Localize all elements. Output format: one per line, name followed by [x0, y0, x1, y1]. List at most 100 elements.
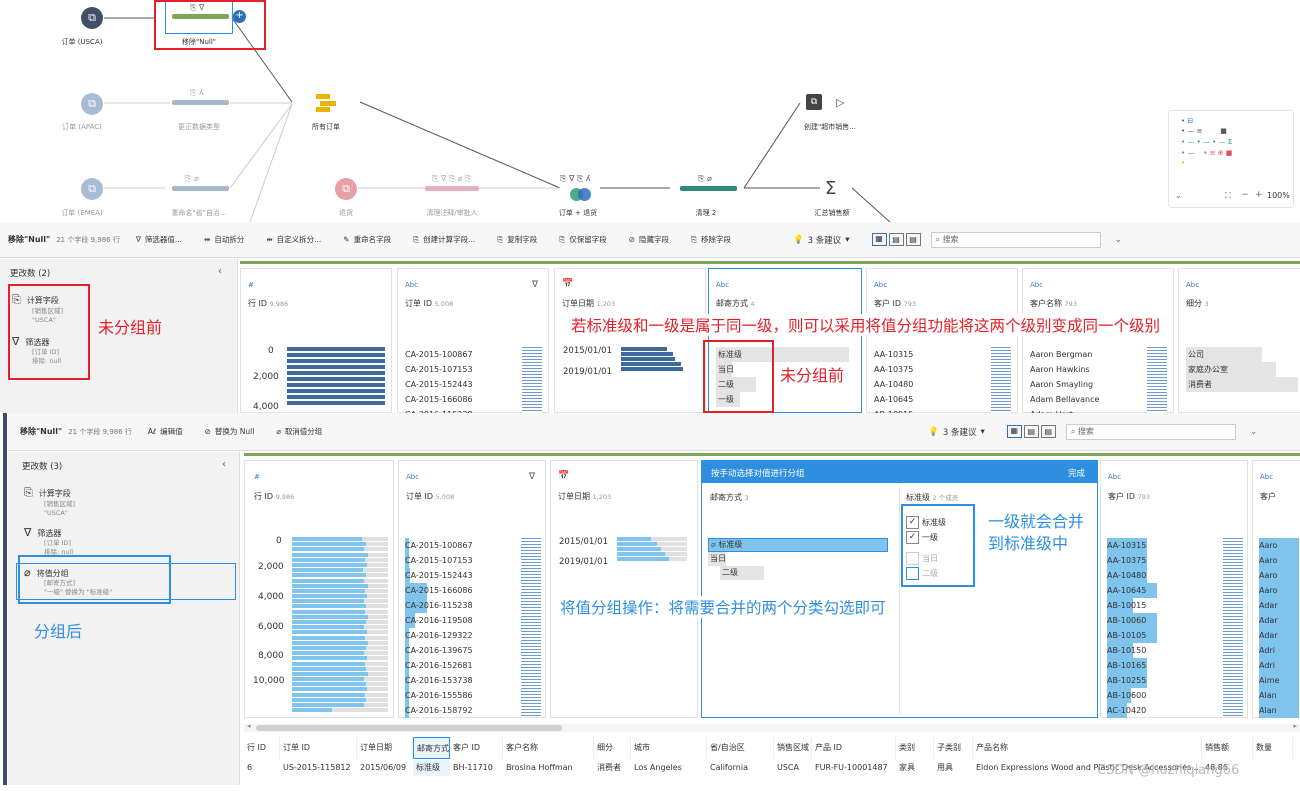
member-unchecked[interactable]: 当日 — [906, 552, 946, 567]
value-item[interactable]: CA-2016-129322 — [405, 628, 517, 643]
filter-values-button[interactable]: ∇筛选器值... — [135, 235, 183, 244]
member-checked[interactable]: ✓标准级 — [906, 516, 946, 531]
change-calc-field[interactable]: ⎘计算字段 [销售区域]"USCA" — [24, 486, 76, 517]
grid-column-header[interactable]: 订单 ID — [280, 737, 357, 759]
profile-card-order-id[interactable]: Abc ∇ 订单 ID 5,008 CA-2015-100867 CA-2015… — [397, 268, 549, 419]
value-item[interactable]: CA-2015-152443 — [405, 568, 517, 583]
value-item[interactable]: CA-2016-158792 — [405, 703, 517, 718]
value-item[interactable]: CA-2015-100867 — [405, 350, 473, 359]
collapse-panel-icon[interactable]: ‹ — [222, 459, 226, 470]
value-item[interactable]: Adri — [1259, 658, 1300, 673]
value-item[interactable]: AA-10480 — [1107, 568, 1217, 583]
value-item[interactable]: AC-10420 — [1107, 703, 1217, 718]
profile-view-icon[interactable]: ▦ — [871, 233, 887, 246]
value-item[interactable]: AA-10645 — [874, 395, 914, 404]
grid-column-header[interactable]: 邮寄方式 — [413, 737, 450, 759]
flow-canvas[interactable]: ⧉ 订单 (USCA) ⎘ ∇ 移除"Null" + ⧉ 订单 (APAC) ⎘… — [0, 0, 1300, 222]
grid-column-header[interactable]: 订单日期 — [357, 737, 413, 759]
value-item[interactable]: AB-10060 — [1107, 613, 1217, 628]
view-toggle[interactable]: ▦ ▤ ▤ — [871, 233, 921, 246]
grid-column-header[interactable]: 子类别 — [934, 737, 973, 759]
grid-column-header[interactable]: 类别 — [896, 737, 934, 759]
hide-field-button[interactable]: ⊘隐藏字段 — [628, 235, 670, 244]
grid-column-header[interactable]: 行 ID — [244, 737, 280, 759]
view-toggle[interactable]: ▦ ▤ ▤ — [1006, 425, 1056, 438]
profile-card-order-date-2[interactable]: 📅 订单日期 1,203 2015/01/01 2019/01/01 — [550, 460, 698, 718]
rename-step-bar[interactable] — [172, 186, 229, 191]
keep-only-button[interactable]: ⎘仅保留字段 — [559, 234, 607, 245]
value-item[interactable]: CA-2016-155586 — [405, 688, 517, 703]
profile-card-ship-mode[interactable]: Abc 邮寄方式 4 标准级 当日 二级 一级 — [703, 268, 862, 413]
value-item[interactable]: AB-10150 — [1107, 643, 1217, 658]
value-item[interactable]: Adar — [1259, 613, 1300, 628]
value-item[interactable]: AB-10165 — [1107, 658, 1217, 673]
value-item[interactable]: 标准级 — [716, 347, 849, 362]
value-item[interactable]: Aaro — [1259, 538, 1300, 553]
custom-split-button[interactable]: ⇹自定义拆分... — [266, 235, 322, 244]
value-item[interactable]: Aaron Bergman — [1030, 350, 1093, 359]
grid-view-icon[interactable]: ▤ — [1040, 425, 1056, 438]
value-item[interactable]: AA-10315 — [874, 350, 914, 359]
node-returns-icon[interactable]: ⧉ — [335, 178, 357, 200]
value-item[interactable]: AB-10600 — [1107, 688, 1217, 703]
add-step-icon[interactable]: + — [233, 10, 246, 23]
ungroup-values-button[interactable]: ⌀取消值分组 — [276, 427, 323, 436]
profile-card-row-id-2[interactable]: # 行 ID 9,986 0 2,000 4,000 6,000 8,000 1… — [244, 460, 394, 718]
fit-icon[interactable]: ⛶ — [1225, 191, 1231, 200]
profile-card-segment[interactable]: Abc 细分 3 公司 家庭办公室 消费者 — [1178, 268, 1300, 413]
node-apac-icon[interactable]: ⧉ — [81, 93, 103, 115]
profile-view-icon[interactable]: ▦ — [1006, 425, 1022, 438]
checkbox-unchecked[interactable] — [906, 567, 919, 580]
grid-column-header[interactable]: 客户名称 — [503, 737, 594, 759]
change-type-bar[interactable] — [172, 100, 229, 105]
profile-card-customer-name[interactable]: Abc 客户名称 793 Aaron Bergman Aaron Hawkins… — [1022, 268, 1174, 419]
minimap[interactable]: • ⊟ • — ≡ ■ • — • — • — Σ • — • ≡ ⊕ ■ • … — [1168, 110, 1294, 208]
value-item[interactable]: Aaron Smayling — [1030, 380, 1094, 389]
change-calc-field[interactable]: ⎘计算字段 [销售区域]"USCA" — [12, 293, 64, 324]
grid-column-header[interactable]: 产品名称 — [973, 737, 1202, 759]
value-item[interactable]: CA-2015-152443 — [405, 380, 473, 389]
profile-card-order-date[interactable]: 📅 订单日期 1,203 2015/01/01 2019/01/01 — [554, 268, 706, 413]
scroll-thumb[interactable] — [256, 725, 562, 731]
value-item[interactable]: AA-10375 — [874, 365, 914, 374]
clean2-bar[interactable] — [680, 186, 737, 191]
node-usca-icon[interactable]: ⧉ — [81, 7, 103, 29]
clean-notes-bar[interactable] — [425, 186, 479, 191]
remove-field-button[interactable]: ⎘移除字段 — [691, 234, 732, 245]
value-item[interactable]: 二级 — [720, 566, 764, 580]
zoom-out-button[interactable]: − — [1241, 190, 1249, 200]
grid-view-icon[interactable]: ▤ — [905, 233, 921, 246]
grid-column-header[interactable]: 客户 ID — [450, 737, 503, 759]
grid-column-header[interactable]: 销售额 — [1202, 737, 1253, 759]
value-item[interactable]: Adar — [1259, 628, 1300, 643]
grid-column-header[interactable]: 省/自治区 — [707, 737, 774, 759]
value-item[interactable]: CA-2015-107153 — [405, 365, 473, 374]
horizontal-scrollbar[interactable]: ◂ ▸ — [244, 722, 1300, 732]
value-item[interactable]: AB-10105 — [1107, 628, 1217, 643]
value-item[interactable]: 当日 — [716, 362, 734, 377]
profile-card-row-id[interactable]: # 行 ID 9,986 0 2,000 4,000 — [240, 268, 392, 413]
scroll-left-icon[interactable]: ◂ — [247, 722, 251, 730]
value-item[interactable]: CA-2016-115238 — [405, 598, 517, 613]
value-item[interactable]: Aaro — [1259, 583, 1300, 598]
profile-card-customer-id[interactable]: Abc 客户 ID 793 AA-10315 AA-10375 AA-10480… — [866, 268, 1018, 419]
checkbox-unchecked[interactable] — [906, 552, 919, 565]
value-item[interactable]: CA-2015-100867 — [405, 538, 517, 553]
member-checked[interactable]: ✓一级 — [906, 531, 946, 546]
output-node-icon[interactable]: ⧉ — [806, 94, 822, 110]
value-item[interactable]: AA-10480 — [874, 380, 914, 389]
value-item[interactable]: CA-2015-107153 — [405, 553, 517, 568]
replace-null-button[interactable]: ⊘替换为 Null — [204, 427, 255, 436]
scroll-right-icon[interactable]: ▸ — [1293, 722, 1297, 730]
value-item[interactable]: Adri — [1259, 643, 1300, 658]
grid-column-header[interactable]: 数量 — [1253, 737, 1293, 759]
collapse-icon[interactable]: ⌄ — [1249, 426, 1258, 437]
list-view-icon[interactable]: ▤ — [888, 233, 904, 246]
value-item[interactable]: 一级 — [716, 392, 740, 407]
grid-column-header[interactable]: 城市 — [631, 737, 707, 759]
value-item[interactable]: CA-2016-139675 — [405, 643, 517, 658]
value-item[interactable]: AB-10015 — [1107, 598, 1217, 613]
